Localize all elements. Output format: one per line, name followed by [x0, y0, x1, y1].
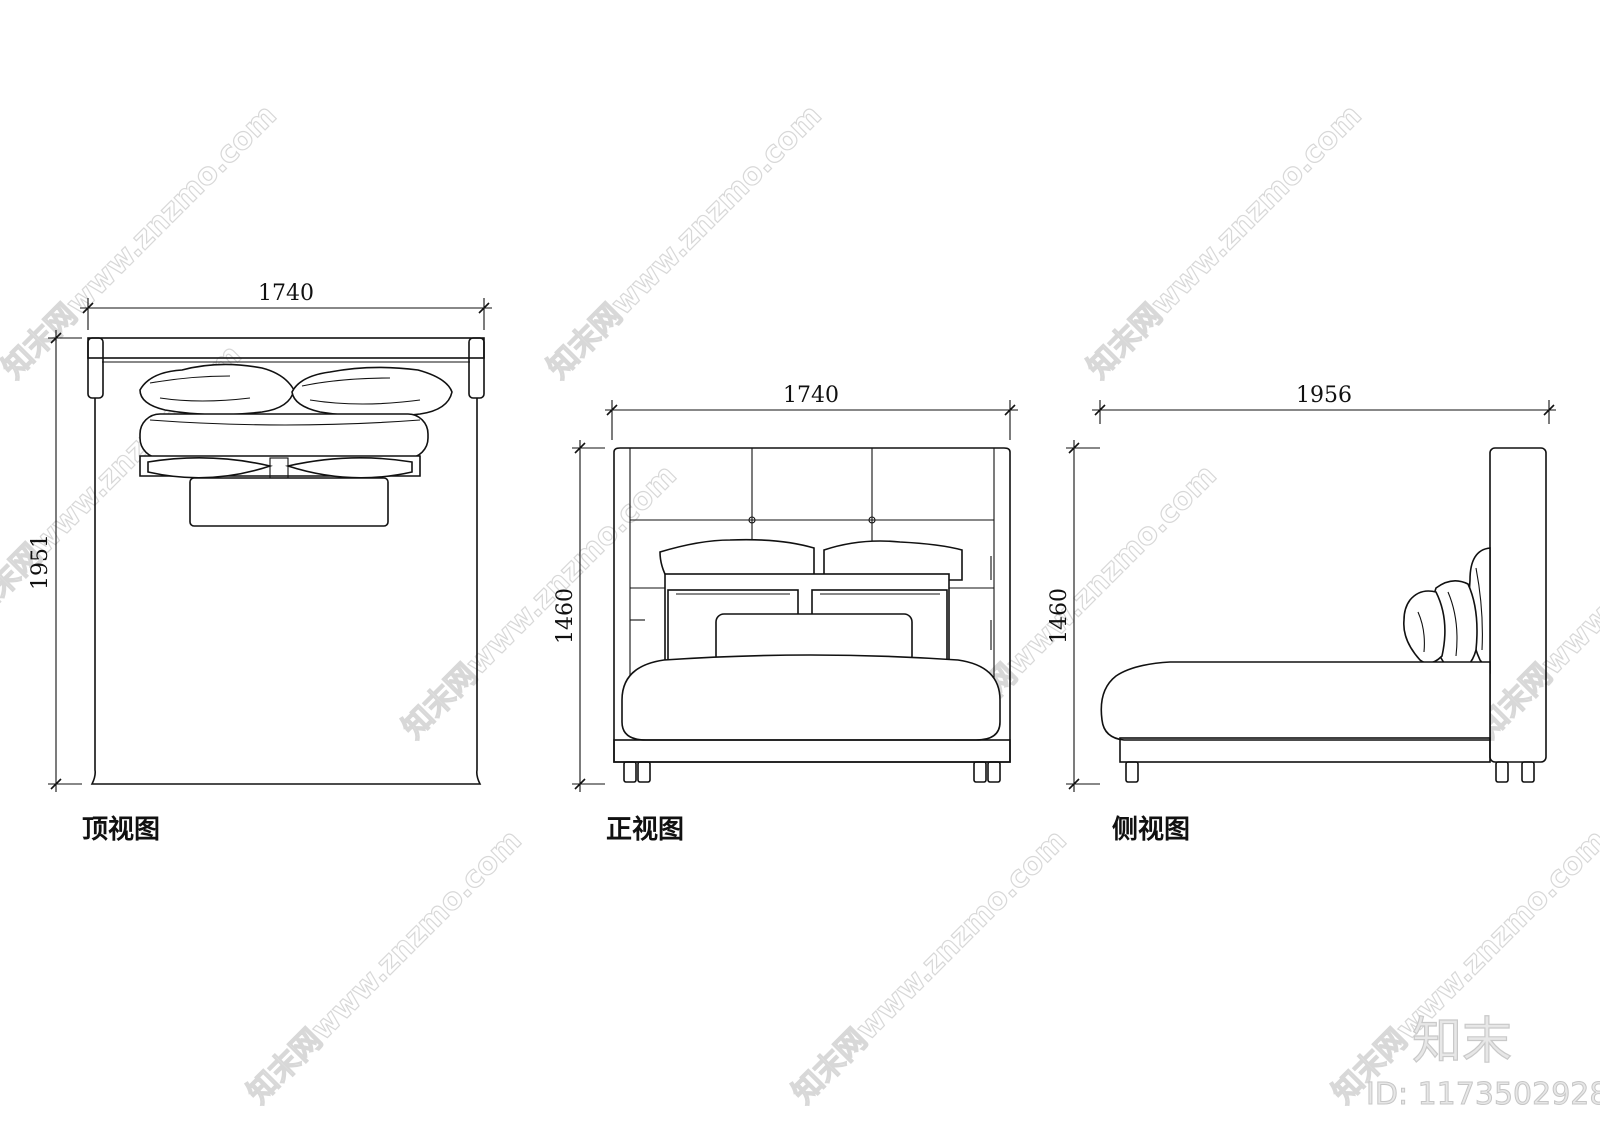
side-view: 1956 1460 侧视图 [1047, 383, 1556, 845]
top-pillows [139, 363, 453, 527]
front-view: 1740 1460 [553, 383, 1018, 845]
watermark-text: 知末网www.znzmo.com [541, 98, 829, 386]
watermark-text: 知末网www.znzmo.com [0, 98, 284, 386]
top-view: 1740 1951 [28, 281, 492, 845]
brand-id-text: ID: 1173502928 [1366, 1077, 1600, 1112]
front-width-dimension: 1740 [605, 383, 1018, 440]
front-height-dimension: 1460 [553, 440, 605, 792]
watermark-text: 知末网www.znzmo.com [241, 823, 529, 1111]
brand-logo-text: 知末 [1412, 1012, 1512, 1070]
side-height-dimension: 1460 [1047, 440, 1100, 792]
top-view-caption: 顶视图 [82, 815, 160, 845]
watermark-text: 知末网www.znzmo.com [1081, 98, 1369, 386]
front-pillows [659, 538, 963, 665]
side-length-dimension: 1956 [1092, 383, 1556, 424]
top-width-dimension: 1740 [80, 281, 492, 330]
side-length-label: 1956 [1296, 383, 1352, 408]
top-width-label: 1740 [258, 281, 314, 306]
side-pillows [1403, 547, 1491, 674]
side-mattress [1100, 661, 1535, 783]
top-depth-label: 1951 [28, 534, 53, 590]
front-width-label: 1740 [783, 383, 839, 408]
brand-logo: 知末 ID: 1173502928 [1366, 1011, 1600, 1112]
watermark-text: 知末网www.znzmo.com [786, 823, 1074, 1111]
front-height-label: 1460 [553, 588, 578, 644]
top-depth-dimension: 1951 [28, 330, 82, 792]
side-height-label: 1460 [1047, 588, 1072, 644]
side-view-caption: 侧视图 [1112, 815, 1190, 845]
top-bed-outline [87, 337, 485, 785]
front-view-caption: 正视图 [606, 815, 684, 845]
front-mattress [613, 654, 1011, 783]
